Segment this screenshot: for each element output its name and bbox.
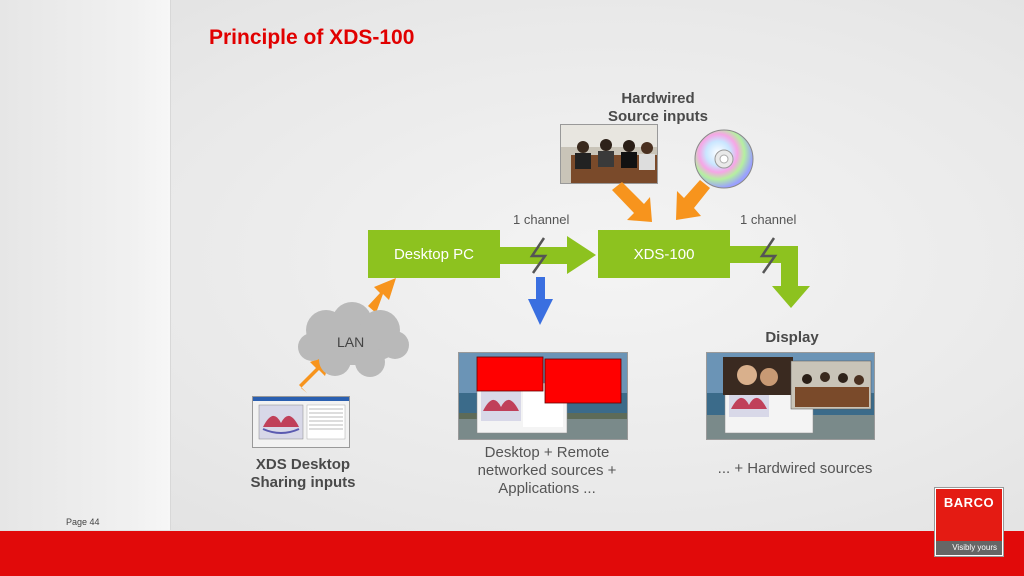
xds-desktop-thumbnail [252,396,350,448]
hardwired-label-line-1: Hardwired [621,90,695,107]
xds100-label: XDS-100 [633,245,695,263]
desktop-remote-caption-line-1: Desktop + Remote [484,444,610,461]
orange-arrow-photo-to-xds [612,182,652,222]
meeting-photo [560,124,658,184]
green-arrow-desktop-to-xds [499,236,596,274]
page-number: Page 44 [66,517,100,527]
display-screen [706,352,875,440]
hardwired-label-line-2: Source inputs [607,108,708,125]
hardwired-inputs-label: Hardwired Source inputs [583,90,733,126]
barco-logo: BARCO Visibly yours [935,488,1003,556]
lan-label: LAN [337,334,365,350]
lan-cloud-icon [298,302,409,377]
xds-desktop-caption-line-2: Sharing inputs [250,474,356,491]
dvd-icon [693,128,755,190]
desktop-remote-screen [458,352,628,440]
desktop-remote-caption-line-3: Applications ... [498,480,596,497]
logo-brand-text: BARCO [943,495,995,510]
hardwired-sources-caption: ... + Hardwired sources [717,460,873,477]
lightning-icon-1 [529,237,548,274]
desktop-pc-label: Desktop PC [393,245,475,263]
lightning-icon-2 [759,237,778,274]
xds-desktop-caption: XDS Desktop Sharing inputs [228,456,378,492]
desktop-pc-box: Desktop PC [368,230,500,278]
orange-arrow-dvd-to-xds [676,180,710,220]
xds100-box: XDS-100 [598,230,730,278]
channel-label-1: 1 channel [513,212,570,227]
channel-label-2: 1 channel [740,212,797,227]
xds-desktop-caption-line-1: XDS Desktop [255,456,351,473]
blue-arrow-down [528,277,553,325]
logo-tagline: Visibly yours [936,541,1002,555]
desktop-remote-caption: Desktop + Remote networked sources + App… [452,444,642,498]
footer-bar [0,531,1024,576]
desktop-remote-caption-line-2: networked sources + [477,462,617,479]
logo-tagline-text: Visibly yours [952,543,997,552]
left-decorative-strip [0,0,171,530]
page-title: Principle of XDS-100 [209,26,415,49]
orange-arrow-lan-to-pc [368,278,396,313]
display-label: Display [765,329,819,346]
